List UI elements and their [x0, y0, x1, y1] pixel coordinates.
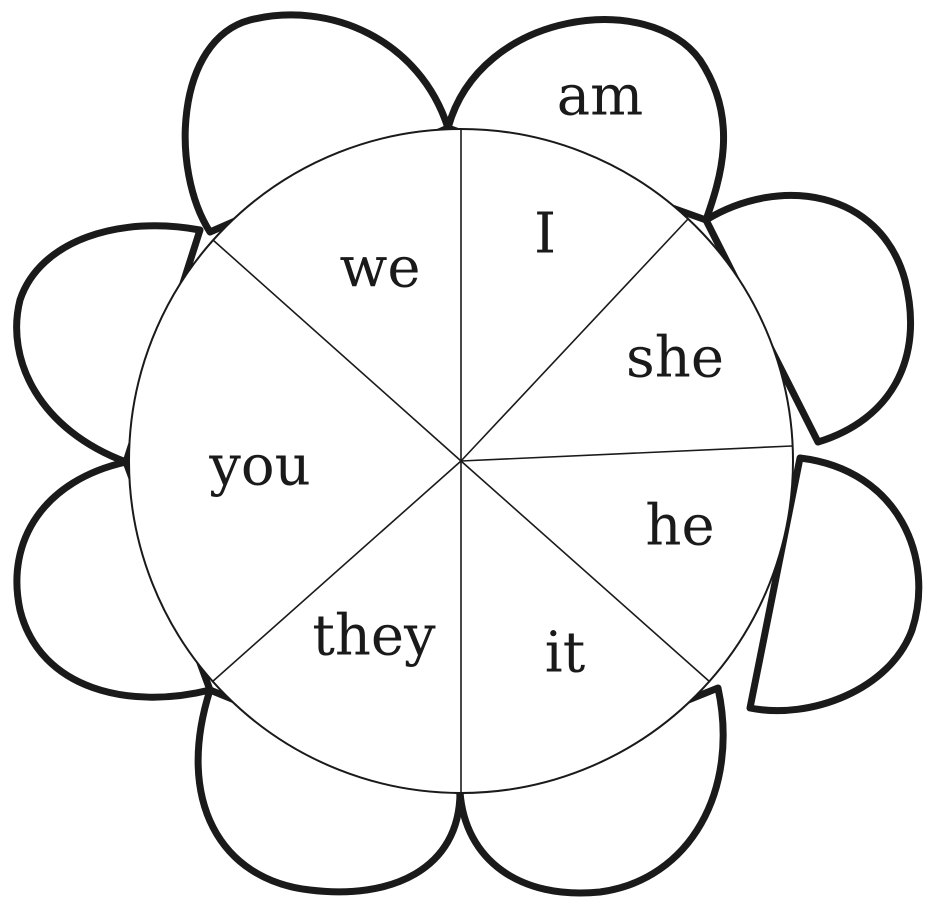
word-am: am	[557, 64, 644, 129]
word-they: they	[312, 604, 436, 669]
word-she: she	[626, 326, 724, 391]
word-it: it	[545, 621, 586, 686]
word-he: he	[645, 494, 714, 559]
word-we: we	[339, 236, 420, 301]
word-you: you	[208, 434, 310, 499]
word-i: I	[534, 202, 556, 267]
